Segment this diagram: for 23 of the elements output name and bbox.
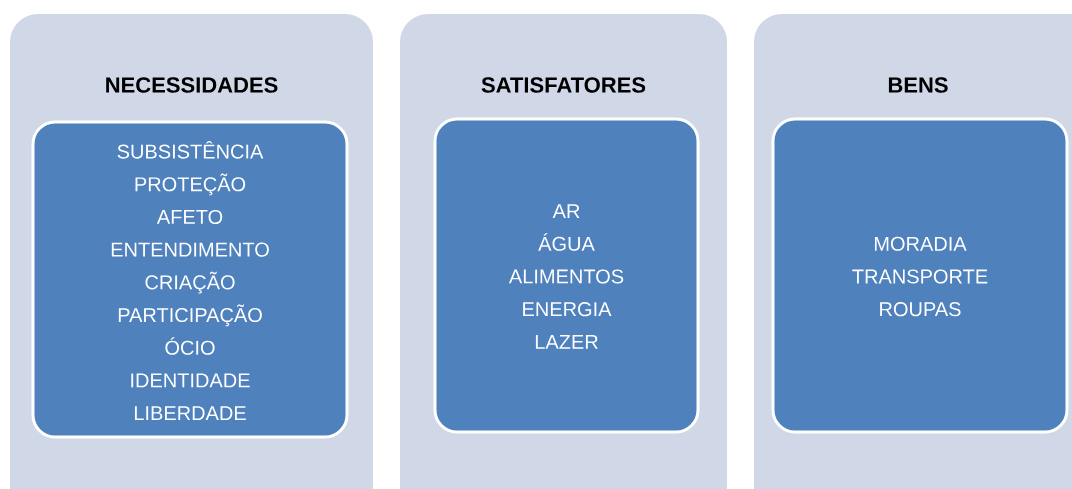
panel-title: NECESSIDADES bbox=[106, 77, 278, 93]
content-box bbox=[771, 117, 1069, 434]
panel-title: SATISFATORES bbox=[481, 77, 646, 93]
panel-title: BENS bbox=[888, 77, 948, 93]
list-item: SUBSISTÊNCIA bbox=[117, 140, 264, 159]
list-item: IDENTIDADE bbox=[131, 373, 250, 388]
list-item: AFETO bbox=[156, 209, 223, 224]
list-item: TRANSPORTE bbox=[852, 269, 988, 284]
list-item: ROUPAS bbox=[880, 302, 961, 317]
list-item: MORADIA bbox=[875, 236, 967, 251]
list-item: PARTICIPAÇÃO bbox=[118, 304, 262, 327]
list-item: ALIMENTOS bbox=[508, 269, 624, 284]
list-item: LAZER bbox=[535, 335, 598, 349]
list-item: ENTENDIMENTO bbox=[111, 242, 269, 257]
list-item: ÓCIO bbox=[165, 337, 215, 355]
list-item: AR bbox=[552, 204, 580, 218]
content-box bbox=[433, 117, 700, 434]
list-item: ENERGIA bbox=[523, 302, 612, 317]
list-item: LIBERDADE bbox=[134, 406, 246, 421]
content-box bbox=[31, 120, 349, 439]
list-item: PROTEÇÃO bbox=[135, 173, 246, 196]
list-item: CRIAÇÃO bbox=[145, 271, 235, 294]
list-item: ÁGUA bbox=[538, 233, 595, 251]
